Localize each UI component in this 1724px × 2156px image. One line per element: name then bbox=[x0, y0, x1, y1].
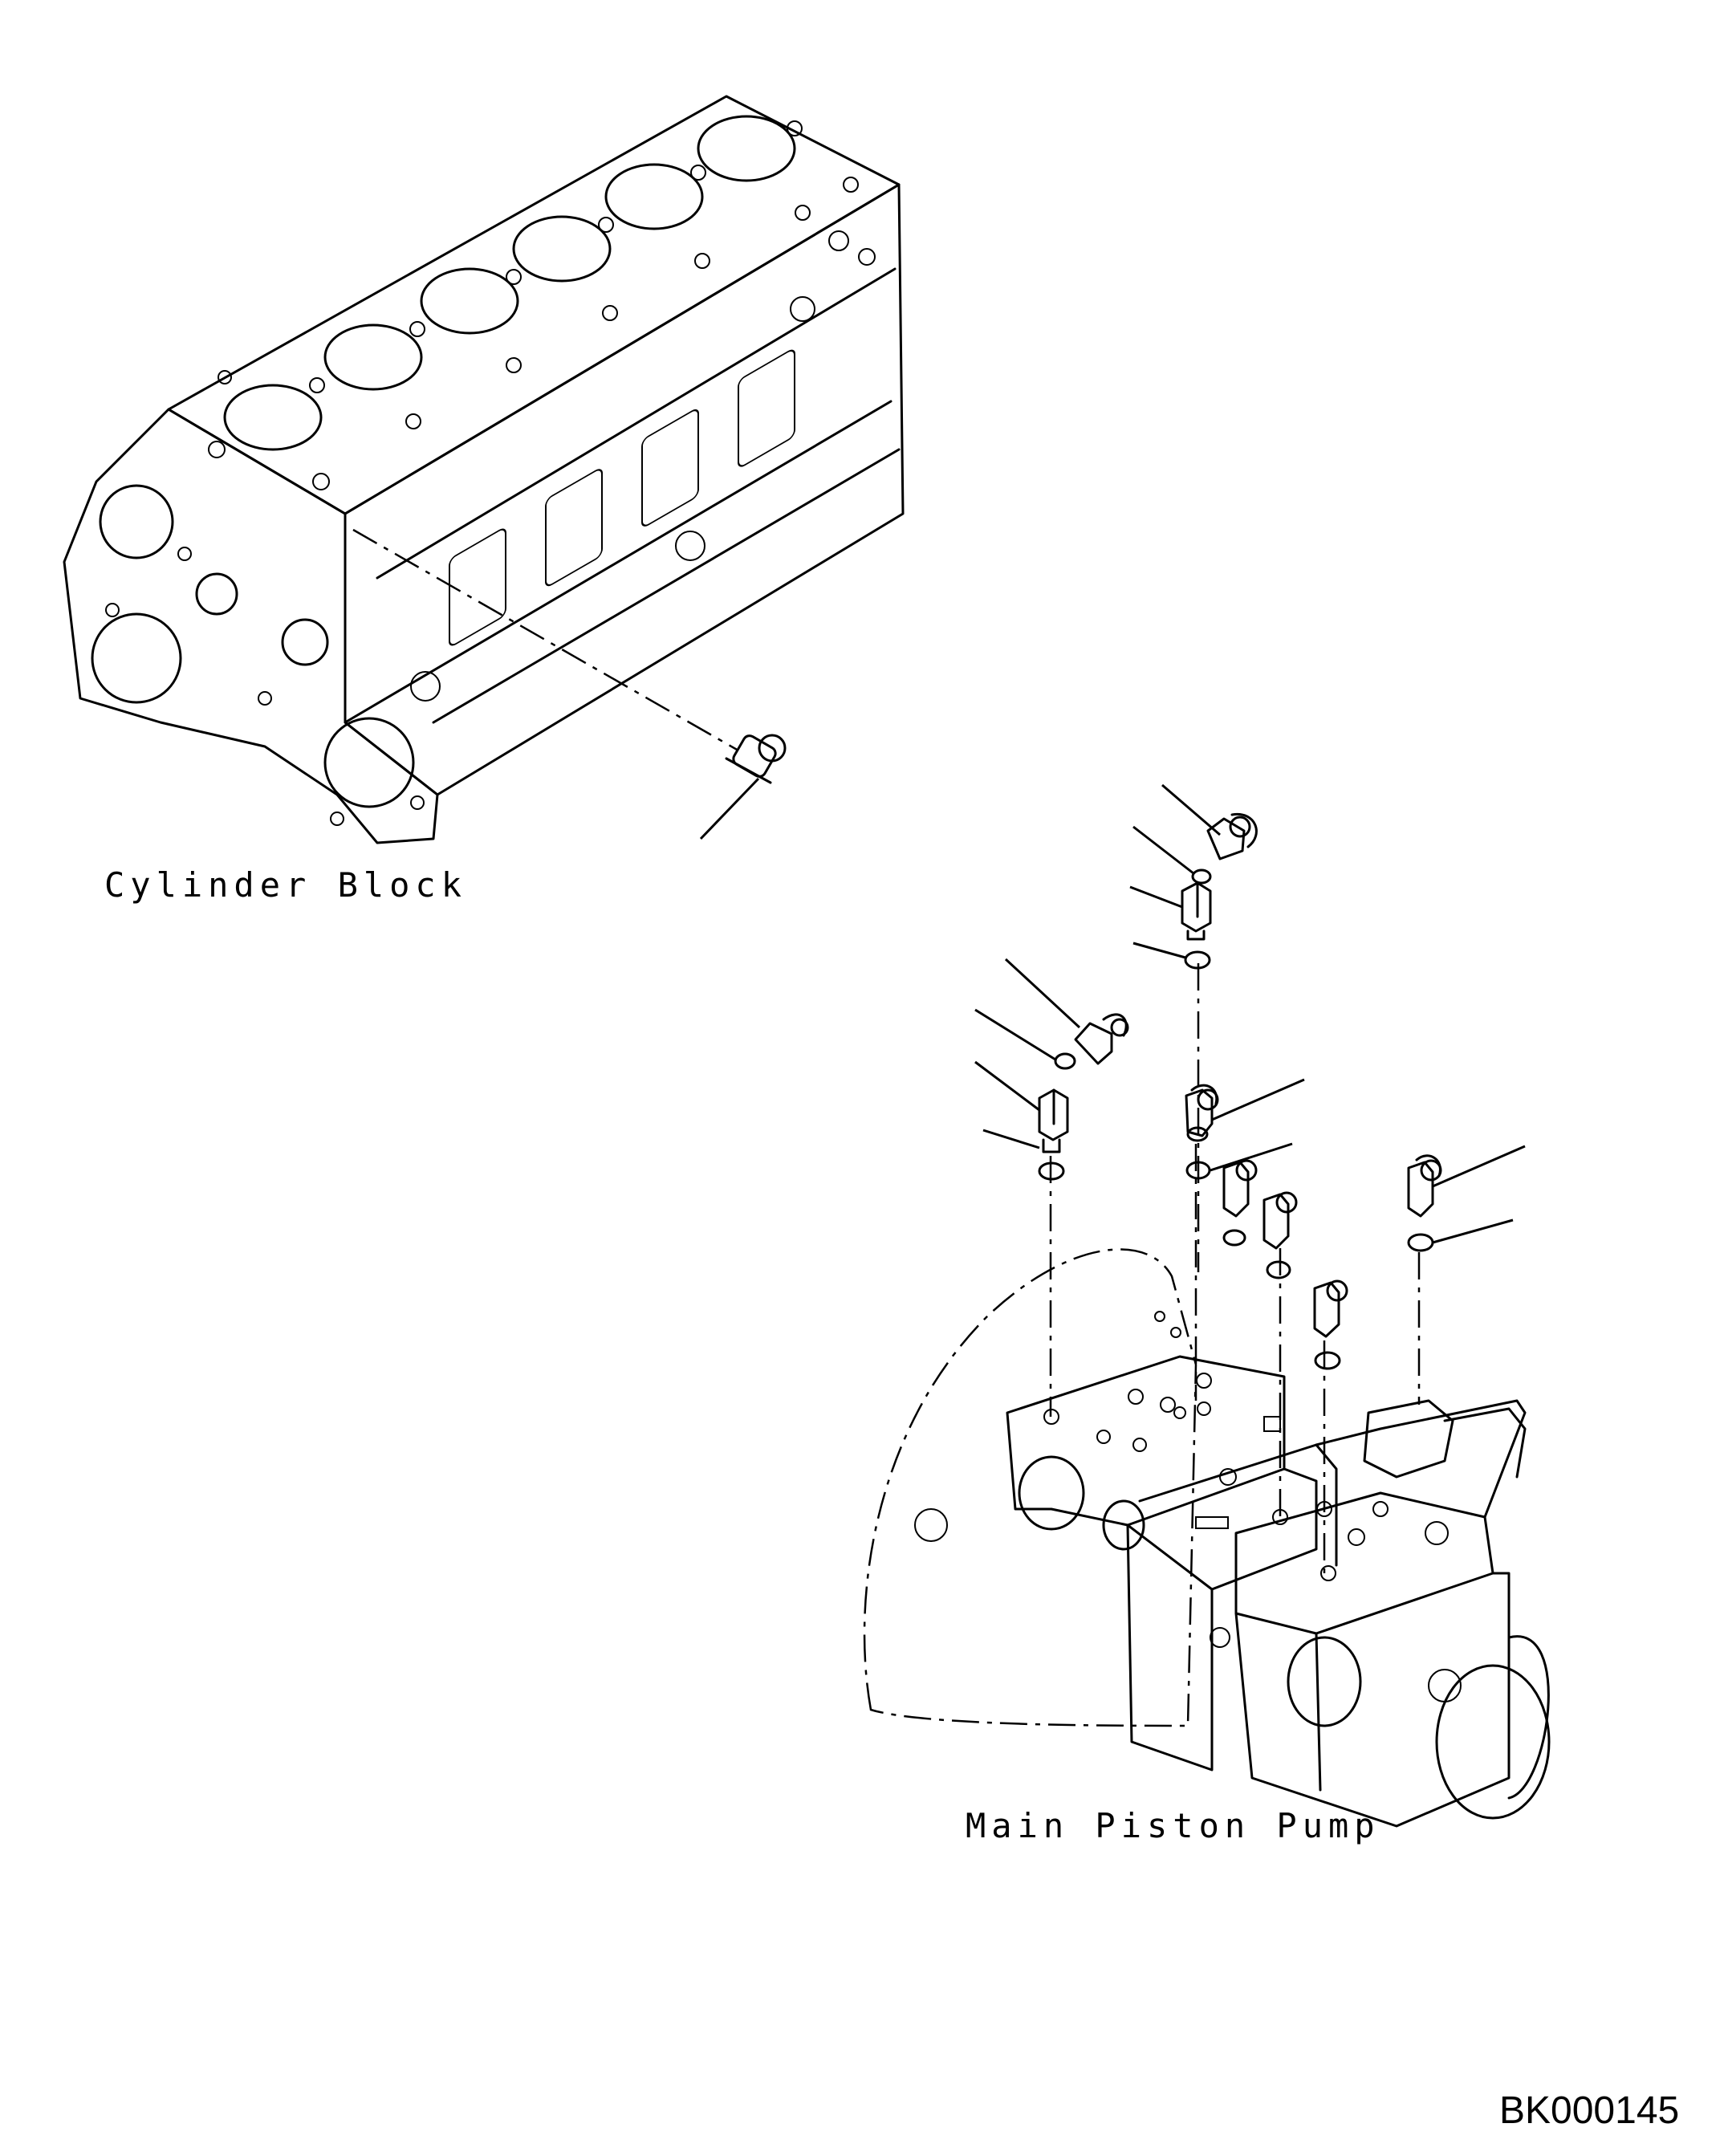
fitting-stack-middle bbox=[1181, 813, 1258, 970]
cylinder-block-label: Cylinder Block bbox=[104, 865, 468, 905]
fitting-plug-center bbox=[1185, 1084, 1219, 1180]
fitting-plug-e bbox=[1263, 1191, 1298, 1279]
cylinder-block bbox=[63, 95, 905, 844]
fitting-plug-right bbox=[1407, 1154, 1442, 1252]
fitting-plug-d bbox=[1222, 1159, 1258, 1247]
main-piston-pump bbox=[863, 783, 1551, 1828]
drawing-id-label: BK000145 bbox=[1499, 2089, 1680, 2132]
fitting-stack-left bbox=[1038, 1013, 1129, 1181]
main-piston-pump-label: Main Piston Pump bbox=[966, 1806, 1380, 1845]
fitting-plug-f bbox=[1313, 1279, 1348, 1370]
